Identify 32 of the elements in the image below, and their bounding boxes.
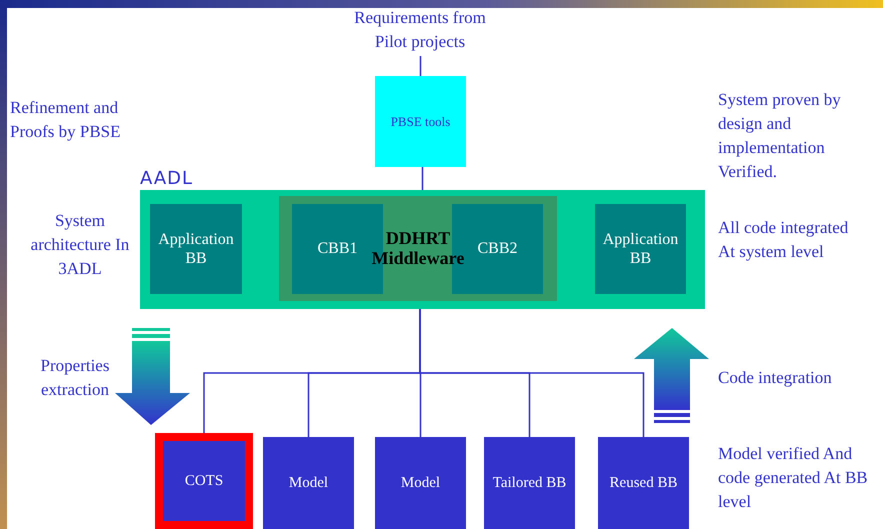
requirements-text: Requirements from Pilot projects [353,7,487,53]
connector-line [422,167,424,190]
box-label: Model [400,474,440,492]
tool-box [375,76,466,167]
note-text: System proven by design and implementation Verified. [718,89,842,183]
box-label: CBB1 [317,239,358,259]
box-label: Model [288,474,328,492]
note-text: Model verified And code generated At BB level [718,443,869,513]
note-text: All code integrated At system level [718,217,850,263]
box-label: DDHRT Middleware [370,228,466,268]
note-text: Code integration [718,367,833,389]
connector-line [419,309,644,437]
note-text: System architecture In 3ADL [30,210,130,280]
component-box [150,204,242,294]
box-label: Tailored BB [492,474,566,492]
box-label: Application BB [157,230,235,268]
panel-heading: AADL [140,168,194,190]
box-label: COTS [184,472,224,490]
box-label: CBB2 [477,239,518,259]
component-box [598,437,689,529]
connector-line [420,56,422,76]
box-label: Reused BB [610,474,678,492]
note-text: Refinement and Proofs by PBSE [10,97,122,143]
middleware-panel [279,196,557,301]
box-label: PBSE tools [390,114,450,130]
component-box [595,204,686,294]
component-box [263,437,354,529]
component-box [375,437,466,529]
box-label: Application BB [602,230,680,268]
component-box [484,437,575,529]
note-text: Properties extraction [40,355,110,401]
component-box [155,433,253,529]
